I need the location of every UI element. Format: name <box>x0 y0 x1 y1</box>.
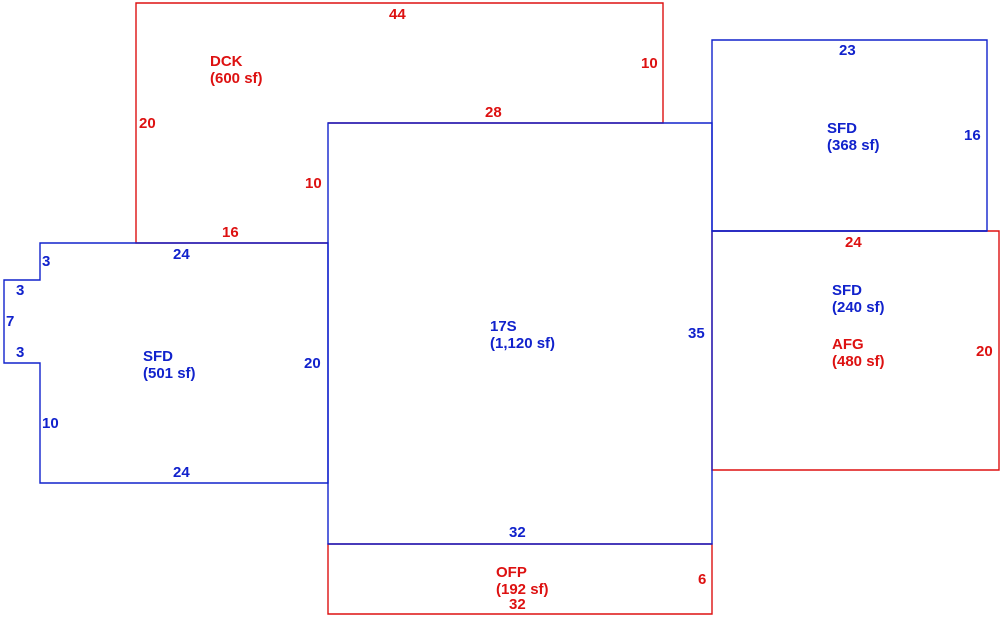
dck-area-label: (600 sf) <box>210 70 263 87</box>
dim-main-right: 35 <box>688 325 705 342</box>
afg-code-label: AFG <box>832 336 864 353</box>
dim-dck-right: 10 <box>641 55 658 72</box>
dim-dck-top: 44 <box>389 6 406 23</box>
dim-afg-right: 20 <box>976 343 993 360</box>
main-17s-outline <box>327 122 713 545</box>
dim-ofp-right: 6 <box>698 571 706 588</box>
dim-sfd-left-side: 10 <box>42 415 59 432</box>
dim-sfd-left-notch-a: 3 <box>16 282 24 299</box>
dim-afg-top: 24 <box>845 234 862 251</box>
afg-area-label: (480 sf) <box>832 353 885 370</box>
ofp-area-label: (192 sf) <box>496 581 549 598</box>
dim-sfd-left-notch-top: 3 <box>42 253 50 270</box>
dim-sfd-left-bottom: 24 <box>173 464 190 481</box>
dck-code-label: DCK <box>210 53 243 70</box>
sfd-top-right-area-label: (368 sf) <box>827 137 880 154</box>
dim-sfd-left-notch-mid: 7 <box>6 313 14 330</box>
sfd-left-outline <box>3 242 329 484</box>
ofp-code-label: OFP <box>496 564 527 581</box>
main-17s-code-label: 17S <box>490 318 517 335</box>
dim-sfd-top-right: 16 <box>964 127 981 144</box>
dim-dck-left: 20 <box>139 115 156 132</box>
dim-sfd-left-right: 20 <box>304 355 321 372</box>
sfd-left-code-label: SFD <box>143 348 173 365</box>
sfd-left-area-label: (501 sf) <box>143 365 196 382</box>
dim-sfd-top-top: 23 <box>839 42 856 59</box>
dim-sfd-left-top: 24 <box>173 246 190 263</box>
sfd-top-right-code-label: SFD <box>827 120 857 137</box>
dim-sfd-left-notch-b: 3 <box>16 344 24 361</box>
sfd-lower-right-area-label: (240 sf) <box>832 299 885 316</box>
main-17s-area-label: (1,120 sf) <box>490 335 555 352</box>
sfd-lower-right-code-label: SFD <box>832 282 862 299</box>
dim-dck-bottom: 16 <box>222 224 239 241</box>
dim-main-bottom: 32 <box>509 524 526 541</box>
dim-dck-step: 10 <box>305 175 322 192</box>
dim-dck-inner: 28 <box>485 104 502 121</box>
dim-ofp-bottom: 32 <box>509 596 526 613</box>
